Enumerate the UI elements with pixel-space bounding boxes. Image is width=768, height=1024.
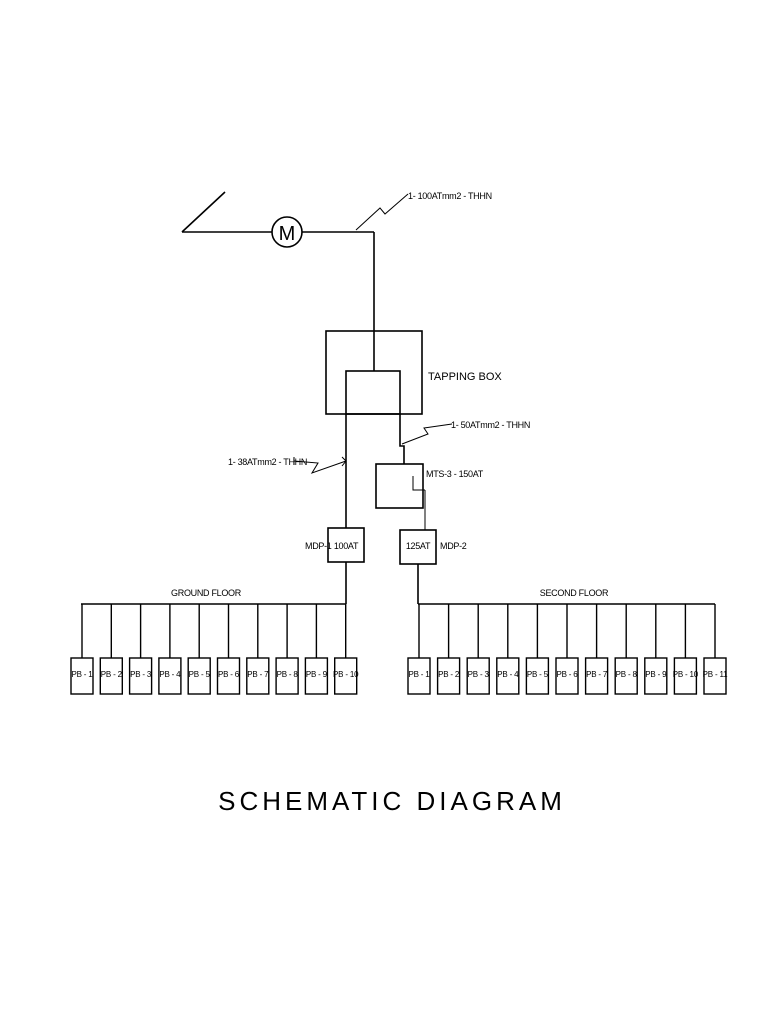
ground-floor-panel-box — [99, 657, 124, 695]
second-floor-panel-label: PB - 5 — [527, 670, 549, 679]
ground-floor-panel-box — [158, 657, 182, 695]
tapping-box-inner — [345, 370, 401, 415]
tapping-box-label: TAPPING BOX — [428, 371, 502, 383]
ground-floor-panel-box — [246, 657, 270, 695]
second-floor-panel-box — [673, 657, 698, 695]
ground-floor-panel-label: PB - 3 — [130, 670, 152, 679]
ground-floor-panel-box — [334, 657, 358, 695]
ground-floor-panel-label: PB - 9 — [306, 670, 328, 679]
second-floor-panel-label: PB - 10 — [673, 670, 699, 679]
mdp1-rating-label: 100AT — [334, 541, 359, 551]
mts-feeder-cable-label: 1- 50ATmm2 - THHN — [451, 420, 530, 430]
second-floor-panel-label: PB - 7 — [586, 670, 608, 679]
second-floor-panel-box — [407, 657, 431, 695]
ground-floor-label: GROUND FLOOR — [171, 588, 242, 598]
mdp2-name-label: MDP-2 — [440, 541, 467, 551]
diagram-title: SCHEMATIC DIAGRAM — [218, 786, 566, 816]
mdp1-feeder-leader — [293, 460, 347, 474]
service-drop-line — [181, 191, 226, 233]
second-floor-panel-label: PB - 1 — [408, 670, 430, 679]
mts-label: MTS-3 - 150AT — [426, 469, 484, 479]
ground-floor-panel-label: PB - 10 — [333, 670, 359, 679]
second-floor-panel-box — [584, 657, 609, 695]
mts-inner-line — [412, 476, 425, 491]
ground-floor-panel-label: PB - 2 — [101, 670, 123, 679]
ground-floor-panel-box — [304, 657, 329, 695]
mts-box — [375, 463, 424, 509]
second-floor-panel-label: PB - 11 — [703, 670, 728, 679]
second-floor-panel-box — [703, 657, 727, 695]
second-floor-panel-box — [555, 657, 579, 695]
second-floor-panel-label: PB - 3 — [468, 670, 490, 679]
ground-floor-panel-box — [187, 657, 211, 695]
mts-feeder-leader — [401, 423, 453, 445]
mts-feeder-line — [399, 414, 405, 464]
ground-floor-panel-box — [70, 657, 94, 695]
mdp1-name-label: MDP-1 — [305, 541, 332, 551]
ground-floor-panel-label: PB - 1 — [71, 670, 93, 679]
ground-floor-panel-label: PB - 8 — [277, 670, 299, 679]
second-floor-panel-label: PB - 4 — [497, 670, 519, 679]
ground-floor-panel-label: PB - 4 — [159, 670, 181, 679]
main-feeder-cable-label: 1- 100ATmm2 - THHN — [408, 191, 492, 201]
ground-floor-panels: PB - 1 PB - 2 PB - 3 PB - 4 PB - 5 PB - 6 PB -… — [70, 604, 359, 695]
main-feeder-leader — [355, 193, 409, 231]
second-floor-panel-box — [644, 657, 668, 695]
second-floor-panel-box — [436, 657, 461, 695]
mdp2-rating-label: 125AT — [406, 541, 431, 551]
second-floor-panels: PB - 1 PB - 2 PB - 3 PB - 4 PB - 5 PB - 6 PB -… — [407, 604, 728, 695]
ground-floor-panel-box — [216, 657, 241, 695]
meter-label: M — [279, 223, 296, 245]
ground-floor-panel-label: PB - 7 — [247, 670, 269, 679]
second-floor-panel-box — [614, 657, 638, 695]
second-floor-panel-label: PB - 2 — [438, 670, 460, 679]
second-floor-panel-box — [466, 657, 490, 695]
second-floor-panel-label: PB - 9 — [645, 670, 667, 679]
ground-floor-panel-box — [128, 657, 153, 695]
ground-floor-panel-label: PB - 6 — [218, 670, 240, 679]
ground-floor-panel-box — [275, 657, 299, 695]
second-floor-panel-box — [525, 657, 550, 695]
second-floor-panel-label: PB - 6 — [556, 670, 578, 679]
second-floor-panel-box — [496, 657, 520, 695]
ground-floor-panel-label: PB - 5 — [189, 670, 211, 679]
mdp1-leader-arrow — [341, 456, 347, 467]
mdp1-feeder-cable-label: 1- 38ATmm2 - THHN — [228, 457, 307, 467]
second-floor-label: SECOND FLOOR — [540, 588, 609, 598]
second-floor-panel-label: PB - 8 — [616, 670, 638, 679]
